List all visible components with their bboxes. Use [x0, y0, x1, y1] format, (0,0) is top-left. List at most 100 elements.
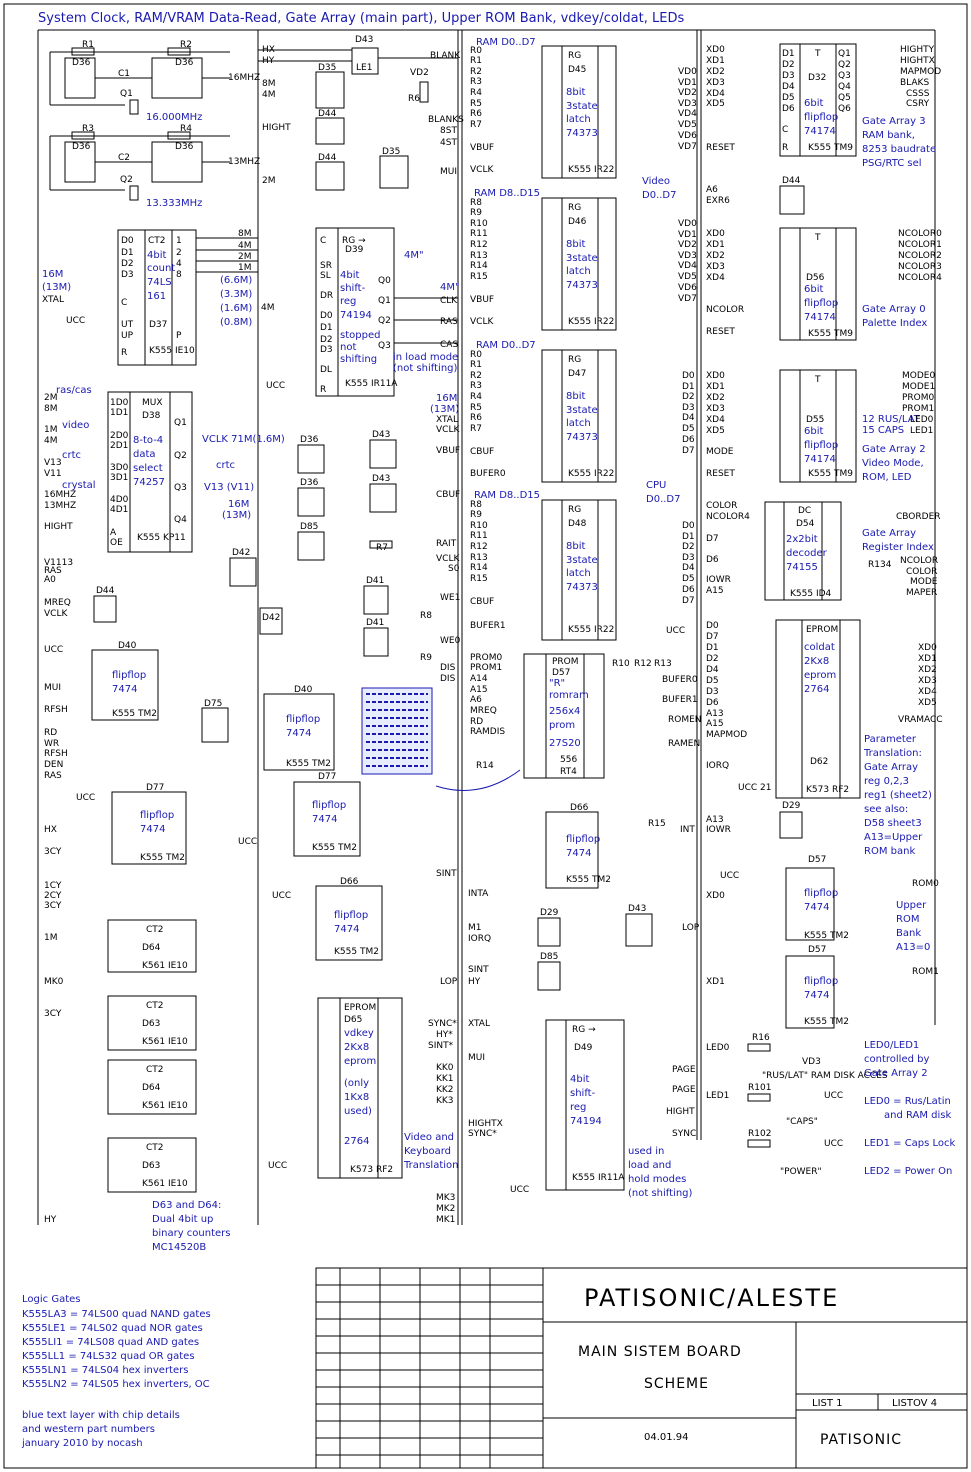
svg-text:2Kx8: 2Kx8	[344, 1042, 369, 1053]
svg-text:ROM0: ROM0	[912, 879, 939, 889]
svg-text:KK2: KK2	[436, 1085, 454, 1095]
svg-text:4ST: 4ST	[440, 138, 457, 148]
svg-text:XD4: XD4	[706, 415, 725, 425]
legend-item: K555LL1 = 74LS32 quad OR gates	[22, 1351, 195, 1362]
svg-text:D1: D1	[682, 382, 695, 392]
svg-text:4M: 4M	[238, 241, 252, 251]
svg-text:R12: R12	[634, 659, 652, 669]
svg-text:D2: D2	[782, 60, 795, 70]
svg-text:D49: D49	[574, 1043, 593, 1053]
svg-text:16MHZ: 16MHZ	[44, 490, 76, 500]
svg-text:8bit: 8bit	[566, 541, 585, 552]
out-16mhz: 16MHZ	[228, 73, 260, 83]
svg-text:latch: latch	[566, 418, 591, 429]
svg-text:4bit: 4bit	[147, 250, 166, 261]
svg-text:R2: R2	[180, 40, 192, 50]
svg-text:R16: R16	[752, 1033, 770, 1043]
svg-text:Palette Index: Palette Index	[862, 318, 927, 329]
svg-text:SYNC*: SYNC*	[468, 1129, 497, 1139]
svg-text:A14: A14	[470, 674, 488, 684]
svg-text:R7: R7	[470, 424, 482, 434]
svg-text:INT: INT	[680, 825, 695, 835]
svg-text:D3: D3	[682, 403, 695, 413]
svg-text:VD1: VD1	[678, 78, 697, 88]
svg-text:HIGHT: HIGHT	[262, 123, 291, 133]
svg-text:LED0 = Rus/Latin: LED0 = Rus/Latin	[864, 1096, 951, 1107]
svg-text:XD0: XD0	[706, 229, 725, 239]
svg-text:ROM, LED: ROM, LED	[862, 472, 912, 483]
svg-text:MODE: MODE	[910, 577, 938, 587]
svg-text:A: A	[110, 528, 117, 538]
svg-text:R12: R12	[470, 240, 488, 250]
svg-text:D4: D4	[682, 563, 695, 573]
svg-text:reg 0,2,3: reg 0,2,3	[864, 776, 909, 787]
svg-text:XD1: XD1	[918, 654, 937, 664]
svg-text:(6.6M): (6.6M)	[220, 275, 252, 286]
svg-text:XD1: XD1	[706, 240, 725, 250]
svg-text:BUFER1: BUFER1	[662, 695, 698, 705]
svg-text:C: C	[320, 236, 326, 246]
svg-text:7474: 7474	[286, 728, 311, 739]
svg-text:D3: D3	[121, 270, 134, 280]
svg-text:COLOR: COLOR	[906, 567, 937, 577]
svg-text:(not shifting): (not shifting)	[628, 1188, 693, 1199]
svg-text:SINT: SINT	[468, 965, 489, 975]
svg-text:74LS: 74LS	[147, 277, 172, 288]
svg-text:C2: C2	[118, 153, 130, 163]
leds: LED0 R16 "RUS/LAT" RAM DISK ACCES VD3 LE…	[706, 1033, 956, 1177]
svg-text:K561 IE10: K561 IE10	[142, 1179, 188, 1189]
svg-text:COLOR: COLOR	[706, 501, 737, 511]
svg-text:D4: D4	[706, 665, 719, 675]
svg-text:PAGE: PAGE	[672, 1065, 696, 1075]
svg-text:MAPMOD: MAPMOD	[900, 67, 941, 77]
legend-item: K555LA3 = 74LS00 quad NAND gates	[22, 1309, 211, 1320]
svg-text:2: 2	[176, 248, 182, 258]
svg-text:2M: 2M	[262, 176, 276, 186]
svg-text:prom: prom	[549, 720, 575, 731]
svg-text:D41: D41	[366, 618, 384, 628]
svg-text:latch: latch	[566, 568, 591, 579]
svg-text:R: R	[320, 385, 326, 395]
svg-text:crtc: crtc	[216, 460, 235, 471]
svg-text:R11: R11	[470, 229, 488, 239]
svg-text:Translation: Translation	[403, 1160, 459, 1171]
svg-text:XD0: XD0	[918, 643, 937, 653]
svg-text:K555 TM2: K555 TM2	[804, 931, 849, 941]
svg-text:reg: reg	[570, 1102, 586, 1113]
svg-text:3CY: 3CY	[44, 901, 62, 911]
svg-text:K555 TM2: K555 TM2	[566, 875, 611, 885]
svg-text:LOP: LOP	[682, 923, 700, 933]
svg-text:PROM0: PROM0	[470, 653, 503, 663]
svg-text:(13M): (13M)	[222, 510, 251, 521]
svg-text:LED0/LED1: LED0/LED1	[864, 1040, 919, 1051]
svg-text:used): used)	[344, 1106, 372, 1117]
svg-text:1M: 1M	[238, 263, 252, 273]
svg-text:Bank: Bank	[896, 928, 921, 939]
svg-text:D38: D38	[142, 411, 161, 421]
svg-text:flipflop: flipflop	[804, 112, 838, 123]
svg-text:MK3: MK3	[436, 1193, 455, 1203]
svg-text:D5: D5	[682, 424, 695, 434]
svg-text:R13: R13	[470, 251, 488, 261]
svg-text:D40: D40	[294, 685, 313, 695]
svg-text:A15: A15	[706, 586, 724, 596]
svg-text:XD0: XD0	[706, 891, 725, 901]
svg-text:BUFER1: BUFER1	[470, 621, 506, 631]
svg-text:BLAKS: BLAKS	[900, 78, 929, 88]
chip-d37: CT2 D0 D1 D2 D3 C UT UP R D37 K555 IE10 …	[42, 229, 258, 366]
svg-text:controlled by: controlled by	[864, 1054, 929, 1065]
svg-text:K555 KP11: K555 KP11	[137, 533, 186, 543]
svg-text:RG: RG	[568, 203, 581, 213]
svg-text:R14: R14	[470, 563, 488, 573]
svg-text:R: R	[782, 143, 788, 153]
svg-text:K555 TM9: K555 TM9	[808, 143, 853, 153]
svg-text:flipflop: flipflop	[334, 910, 368, 921]
svg-text:D5: D5	[682, 574, 695, 584]
svg-text:74194: 74194	[570, 1116, 602, 1127]
svg-text:R5: R5	[470, 403, 482, 413]
svg-text:7474: 7474	[334, 924, 359, 935]
svg-text:RG →: RG →	[342, 236, 366, 246]
svg-text:7474: 7474	[804, 902, 829, 913]
svg-text:RAM D8..D15: RAM D8..D15	[474, 490, 540, 501]
svg-text:UCC: UCC	[76, 793, 95, 803]
